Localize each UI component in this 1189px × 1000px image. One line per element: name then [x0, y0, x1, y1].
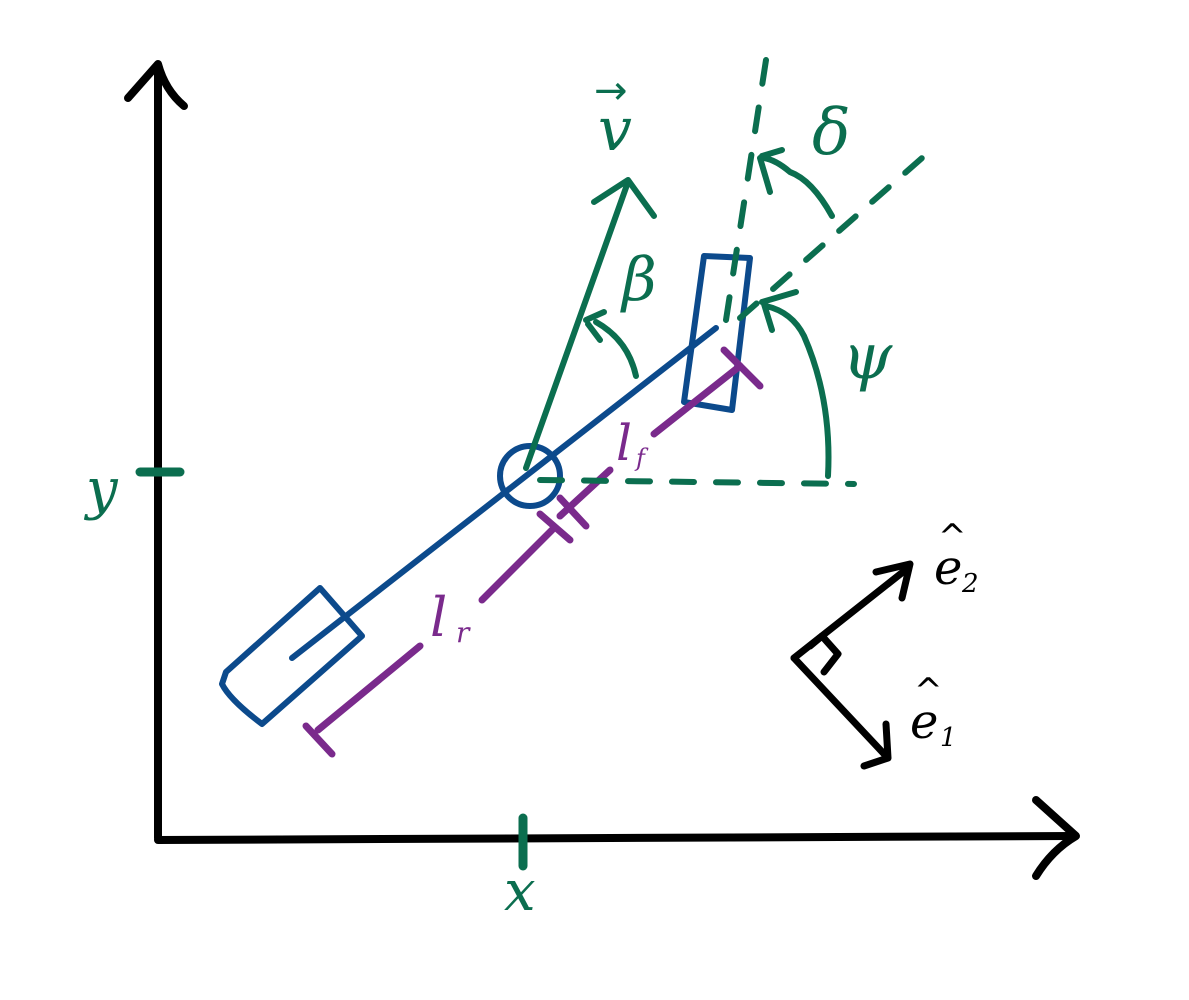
heading-angle-arc: [763, 303, 832, 479]
velocity-vector-line: [523, 179, 631, 471]
front-length-symbol: l: [616, 414, 632, 472]
rear-length-symbol: l: [430, 586, 447, 649]
length-dimensions: [302, 346, 764, 758]
rear-length-endcap-cg: [536, 510, 574, 544]
axes: [124, 60, 1080, 880]
front-length-endcap: [720, 346, 764, 390]
velocity-vector-arrow: →: [594, 68, 628, 114]
body-basis-vectors: [790, 560, 914, 770]
y-coordinate-marker: y: [83, 457, 185, 522]
velocity-symbol: v: [598, 95, 632, 165]
basis-e1-line: [790, 654, 890, 760]
steer-angle-label: δ: [812, 96, 851, 170]
rear-wheel: [219, 585, 365, 727]
heading-angle-label: ψ: [842, 320, 893, 394]
x-axis-arrowhead: [1032, 796, 1080, 880]
basis-e1-symbol: e: [910, 694, 938, 750]
center-of-gravity-icon: [497, 443, 563, 509]
heading-angle-arrowhead: [759, 289, 799, 333]
basis-e2-subscript: 2: [961, 569, 979, 599]
basis-e1-hat: ^: [914, 671, 943, 711]
basis-e1-arrowhead: [860, 720, 892, 770]
basis-e2-arrowhead: [872, 560, 914, 602]
basis-e2-hat: ^: [938, 517, 967, 557]
front-length-line-upper: [650, 362, 744, 438]
y-axis-arrowhead: [124, 60, 188, 110]
front-length-subscript: f: [634, 444, 649, 472]
rear-length-line-upper: [478, 526, 556, 604]
x-axis-line: [154, 832, 1078, 844]
y-axis-label: y: [83, 457, 119, 522]
velocity-arrowhead: [591, 177, 657, 219]
right-angle-marker: [806, 632, 842, 676]
basis-e2-label: ^ e 2: [934, 517, 979, 599]
basis-e2-symbol: e: [934, 540, 962, 596]
kinematics: [523, 57, 925, 487]
rear-length-label: l r: [430, 586, 471, 649]
rear-length-subscript: r: [456, 616, 471, 649]
basis-e1-subscript: 1: [940, 723, 957, 753]
slip-angle-label: β: [620, 245, 657, 315]
steer-angle-arc: [761, 155, 835, 219]
steer-angle-arrowhead: [757, 147, 785, 195]
rear-length-line-lower: [314, 642, 424, 734]
rear-length-endcap: [302, 722, 336, 758]
x-coordinate-marker: x: [504, 813, 536, 924]
slip-angle-arc: [593, 319, 639, 379]
velocity-label: → v: [594, 68, 632, 165]
front-length-endcap-cg: [556, 494, 590, 530]
x-axis-label: x: [504, 859, 536, 924]
horizontal-reference-line: [537, 477, 857, 487]
basis-e1-label: ^ e 1: [910, 671, 957, 753]
vehicle-body: [219, 253, 753, 727]
slip-angle-arrowhead: [583, 309, 607, 343]
front-length-label: l f: [616, 414, 649, 472]
